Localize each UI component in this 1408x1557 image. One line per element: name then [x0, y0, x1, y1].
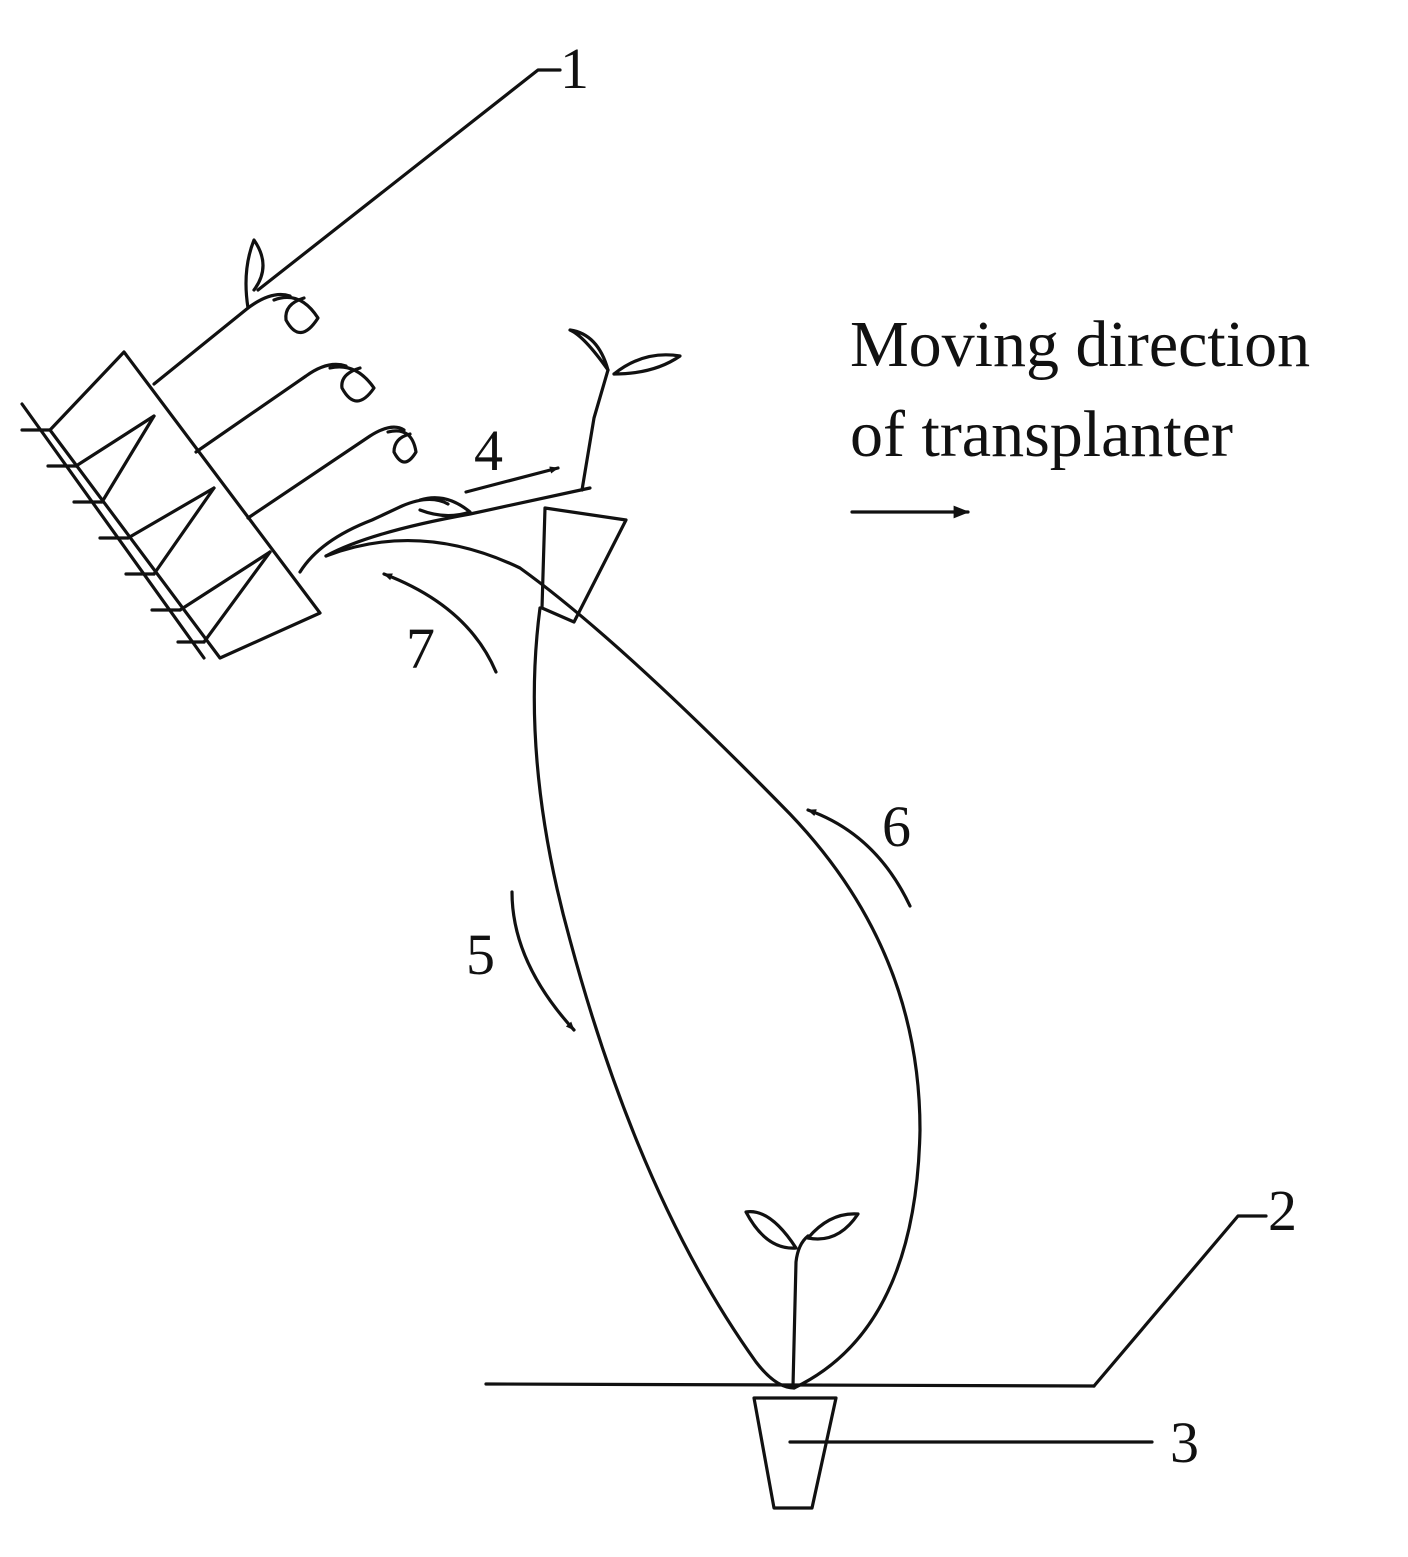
caption-line-1: Moving direction	[850, 308, 1310, 381]
label-5: 5	[466, 922, 495, 987]
tray-cell-divider-4	[152, 486, 216, 576]
tray-seedlings	[152, 238, 472, 574]
tray-outer-rect	[48, 350, 322, 660]
tray-seedling-leaf-3a	[386, 429, 418, 464]
planted-seedling	[744, 1210, 860, 1388]
tray-seedling-leaf-1b	[272, 295, 320, 335]
tray-seedling-stem-3	[246, 425, 406, 520]
tray-cell-divider-2	[100, 414, 156, 504]
tray-cell-divider-6	[202, 550, 272, 644]
trajectory-loop	[324, 486, 922, 1390]
leader-line-2	[1092, 1214, 1268, 1388]
tray-base-line	[20, 402, 206, 660]
planted-seedling-leaf-right	[806, 1212, 860, 1241]
tray-seedling-leaf-1a	[244, 238, 265, 310]
planting-pot	[752, 1396, 838, 1510]
claw-seedling-stem	[580, 368, 610, 492]
tray-ticks	[20, 428, 206, 644]
seedling-tray	[20, 350, 322, 660]
tray-seedling-stem-1	[152, 292, 292, 386]
label-4: 4	[474, 418, 503, 483]
arrow-4	[464, 466, 560, 494]
claw-seedling-leaf-right	[612, 353, 682, 376]
picking-claw	[540, 328, 682, 624]
claw-rectangle	[540, 506, 628, 624]
tray-cell-divider-1	[74, 414, 156, 468]
label-7: 7	[406, 616, 435, 681]
label-2: 2	[1268, 1178, 1297, 1243]
ground-line	[484, 1382, 1096, 1388]
tray-seedling-leaf-2a	[328, 365, 376, 403]
planted-seedling-stem	[791, 1234, 810, 1388]
seedling-gripper-arm	[324, 486, 592, 558]
tray-seedling-stem-2	[194, 362, 348, 454]
planted-seedling-leaf-left	[744, 1210, 798, 1250]
tray-seedling-leaf-4a	[418, 496, 472, 518]
arrow-6	[806, 808, 912, 908]
arrow-5	[510, 890, 576, 1032]
trajectory-upper	[324, 539, 922, 1390]
label-3: 3	[1170, 1410, 1199, 1475]
claw-seedling-leaf-left	[568, 328, 610, 372]
tray-cell-divider-5	[178, 550, 272, 612]
label-6: 6	[882, 794, 911, 859]
tray-cell-divider-3	[126, 486, 216, 540]
tray-seedling-stem-4	[298, 497, 450, 574]
label-1: 1	[560, 36, 589, 101]
leader-line-1	[256, 68, 562, 292]
trajectory-lower	[532, 606, 796, 1390]
arrow-7	[382, 572, 498, 674]
caption-line-2: of transplanter	[850, 398, 1233, 471]
